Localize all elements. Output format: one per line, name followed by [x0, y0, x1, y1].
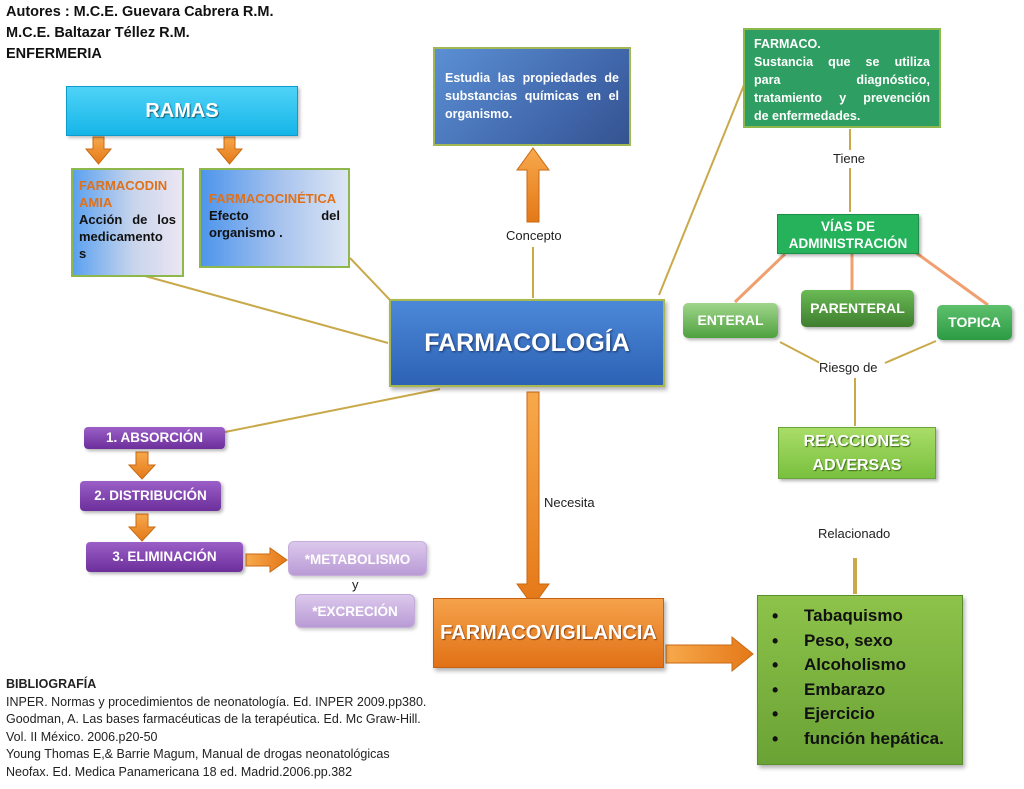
concepto-node: Estudia las propiedades de substancias q…	[433, 47, 631, 146]
farmacodinamia-title-2: AMIA	[79, 195, 113, 210]
ramas-node: RAMAS	[66, 86, 298, 136]
bibliography-line: Young Thomas E,& Barrie Magum, Manual de…	[6, 747, 390, 761]
author-line-1: Autores : M.C.E. Guevara Cabrera R.M.	[6, 4, 274, 20]
risk-item: Peso, sexo	[772, 629, 954, 654]
farmaco-text-2: para diagnóstico,	[754, 73, 930, 87]
risk-item: función hepática.	[772, 727, 954, 752]
farmacocinetica-text-1: Efecto del	[209, 208, 340, 223]
risk-item: Tabaquismo	[772, 604, 954, 629]
farmacocinetica-title: FARMACOCINÉTICA	[209, 191, 337, 206]
bibliography-line: Vol. II México. 2006.p20-50	[6, 729, 158, 744]
concepto-text-3: organismo.	[445, 107, 513, 121]
link-farmacologia-farmacodinamia	[144, 275, 389, 344]
necesita-label: Necesita	[544, 495, 595, 510]
bibliography-block: BIBLIOGRAFÍA INPER. Normas y procedimien…	[6, 676, 426, 781]
link-topica-riesgo	[884, 340, 937, 364]
farmacodinamia-text-2: medicamento	[79, 229, 163, 244]
farmacocinetica-text-2: organismo .	[209, 225, 283, 240]
bibliography-title: BIBLIOGRAFÍA	[6, 677, 97, 691]
farmacodinamia-text-3: s	[79, 246, 87, 261]
relacionado-label: Relacionado	[818, 526, 891, 541]
arrow-eliminacion-metabolismo	[245, 547, 288, 573]
reacciones-node: REACCIONES ADVERSAS	[778, 427, 936, 479]
bibliography-line: Goodman, A. Las bases farmacéuticas de l…	[6, 712, 421, 726]
riesgo-label: Riesgo de	[819, 360, 878, 375]
arrow-farmacovigilancia-risk	[665, 635, 754, 673]
metabolismo-node: *METABOLISMO	[288, 541, 427, 576]
author-line-2: M.C.E. Baltazar Téllez R.M.	[6, 25, 190, 41]
farmacovigilancia-node: FARMACOVIGILANCIA	[433, 598, 664, 668]
reacciones-line-1: REACCIONES	[803, 433, 911, 450]
farmaco-text-1: Sustancia que se utiliza	[754, 55, 930, 69]
farmacologia-node: FARMACOLOGÍA	[389, 299, 665, 387]
author-line-3: ENFERMERIA	[6, 46, 102, 62]
farmacodinamia-text-1: Acción de los	[79, 212, 176, 227]
arrow-concepto-up	[516, 147, 550, 223]
tiene-label: Tiene	[833, 151, 866, 166]
risk-factors-node: Tabaquismo Peso, sexo Alcoholismo Embara…	[757, 595, 963, 765]
bibliography-line: INPER. Normas y procedimientos de neonat…	[6, 694, 427, 709]
distribucion-node: 2. DISTRIBUCIÓN	[80, 481, 221, 511]
link-enteral-riesgo	[779, 341, 821, 364]
eliminacion-node: 3. ELIMINACIÓN	[86, 542, 243, 572]
vias-line-1: VÍAS DE	[820, 219, 875, 234]
vias-line-2: ADMINISTRACIÓN	[788, 236, 908, 251]
risk-item: Embarazo	[772, 678, 954, 703]
link-farmacologia-absorcion	[224, 388, 441, 433]
farmaco-text-3: tratamiento y prevención	[754, 91, 930, 105]
reacciones-line-2: ADVERSAS	[812, 457, 902, 474]
arrow-distribucion-eliminacion	[127, 513, 157, 542]
farmacodinamia-node: FARMACODIN AMIA Acción de los medicament…	[71, 168, 184, 277]
topica-node: TOPICA	[937, 305, 1012, 340]
y-label: y	[352, 577, 359, 592]
arrow-absorcion-distribucion	[127, 451, 157, 480]
arrow-ramas-farmacodinamia	[84, 136, 113, 165]
arrow-ramas-farmacocinetica	[215, 136, 244, 165]
concepto-text-2: substancias químicas en el	[445, 89, 619, 103]
farmaco-node: FARMACO. Sustancia que se utiliza para d…	[743, 28, 941, 128]
excrecion-node: *EXCRECIÓN	[295, 594, 415, 628]
arrow-necesita-down	[516, 391, 550, 607]
link-farmacologia-farmacocinetica	[349, 257, 391, 301]
risk-item: Ejercicio	[772, 702, 954, 727]
bibliography-line: Neofax. Ed. Medica Panamericana 18 ed. M…	[6, 764, 353, 779]
concepto-label: Concepto	[506, 228, 562, 243]
farmacodinamia-title-1: FARMACODIN	[79, 178, 168, 193]
authors-block: Autores : M.C.E. Guevara Cabrera R.M. M.…	[6, 2, 274, 65]
link-vias-enteral	[733, 252, 787, 304]
vias-node: VÍAS DE ADMINISTRACIÓN	[777, 214, 919, 254]
farmaco-title: FARMACO.	[754, 37, 821, 51]
risk-item: Alcoholismo	[772, 653, 954, 678]
enteral-node: ENTERAL	[683, 303, 778, 338]
farmacocinetica-node: FARMACOCINÉTICA Efecto del organismo .	[199, 168, 350, 268]
farmaco-text-4: de enfermedades.	[754, 109, 861, 123]
concepto-text-1: Estudia las propiedades de	[445, 71, 619, 85]
link-farmacologia-farmaco	[658, 79, 747, 296]
absorcion-node: 1. ABSORCIÓN	[84, 427, 225, 449]
parenteral-node: PARENTERAL	[801, 290, 914, 327]
link-vias-topica	[914, 250, 989, 307]
